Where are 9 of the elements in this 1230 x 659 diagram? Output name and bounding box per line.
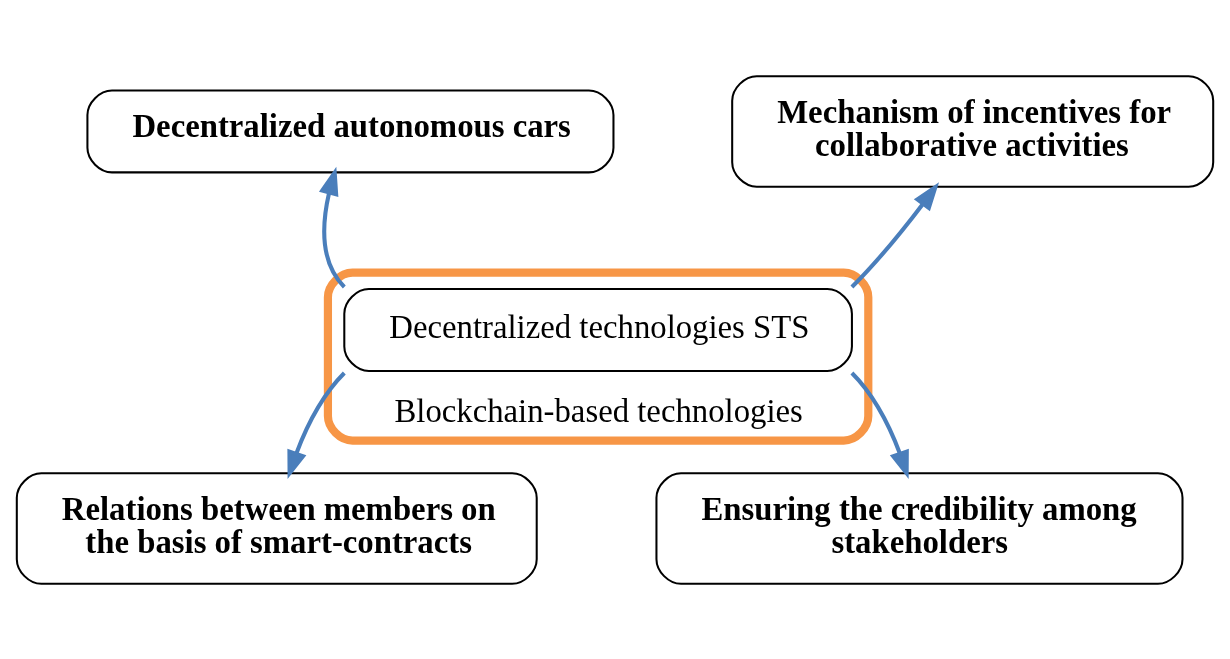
node-box: Relations between members on the basis of smart-contracts bbox=[15, 471, 538, 585]
node-box: Decentralized technologies STS bbox=[343, 287, 853, 372]
node-box: Decentralized autonomous cars bbox=[86, 89, 615, 173]
arrow bbox=[287, 371, 346, 479]
arrow bbox=[850, 181, 940, 288]
arrow bbox=[850, 371, 909, 479]
node-box: Ensuring the credibility among stakeholders bbox=[655, 471, 1184, 585]
node-box: Mechanism of incentives for collaborative activities bbox=[731, 74, 1215, 188]
arrow bbox=[319, 166, 346, 288]
